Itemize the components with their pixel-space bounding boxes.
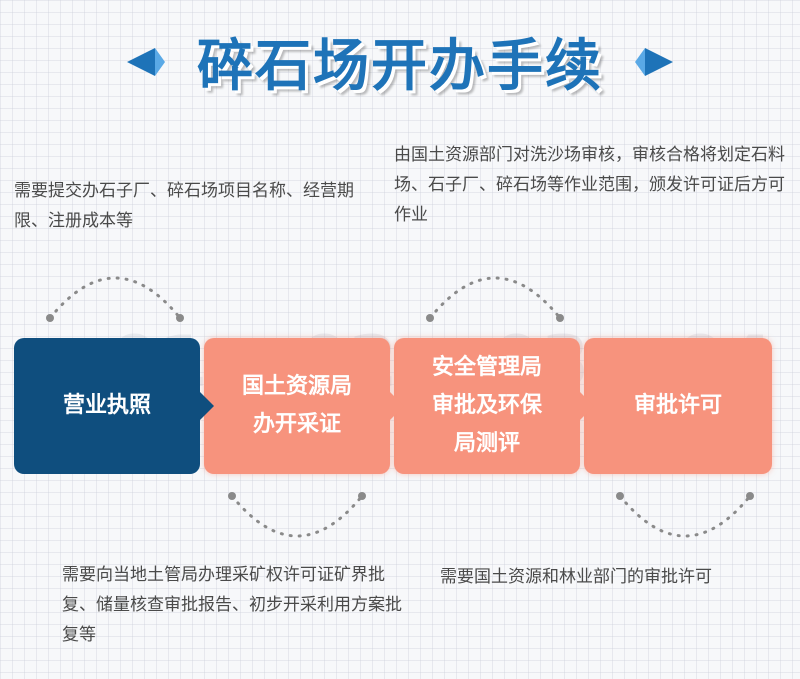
dotted-arc-top-1 — [46, 276, 184, 322]
step-label-1: 营业执照 — [62, 393, 151, 418]
step-label-2: 国土资源局 办开采证 — [241, 374, 352, 437]
note-step-2: 需要向当地土管局办理采矿权许可证矿界批复、储量核查审批报告、初步开采利用方案批复… — [62, 565, 402, 645]
note-step-1: 需要提交办石子厂、碎石场项目名称、经营期限、注册成本等 — [14, 181, 354, 231]
step-box-2: 国土资源局 办开采证 — [204, 338, 404, 474]
step-pointer-1 — [199, 391, 214, 421]
dotted-arc-bottom-4 — [616, 492, 754, 538]
note-step-3: 由国土资源部门对洗沙场审核，审核合格将划定石料场、石子厂、碎石场等作业范围，颁发… — [394, 145, 785, 225]
step-pointer-2 — [389, 391, 404, 421]
title-left-arrow-icon — [127, 48, 165, 76]
title-right-arrow-icon — [635, 48, 673, 76]
note-step-4: 需要国土资源和林业部门的审批许可 — [440, 567, 712, 587]
step-box-3: 安全管理局 审批及环保 局测评 — [394, 338, 594, 474]
dotted-arc-top-3 — [426, 276, 564, 322]
step-box-4: 审批许可 — [584, 338, 772, 474]
step-label-4: 审批许可 — [633, 393, 722, 418]
step-pointer-3 — [579, 391, 594, 421]
step-box-1: 营业执照 — [14, 338, 214, 474]
page-title: 碎石场开办手续 — [197, 34, 603, 99]
step-label-3: 安全管理局 审批及环保 局测评 — [431, 355, 542, 456]
dotted-arc-bottom-2 — [228, 492, 366, 538]
